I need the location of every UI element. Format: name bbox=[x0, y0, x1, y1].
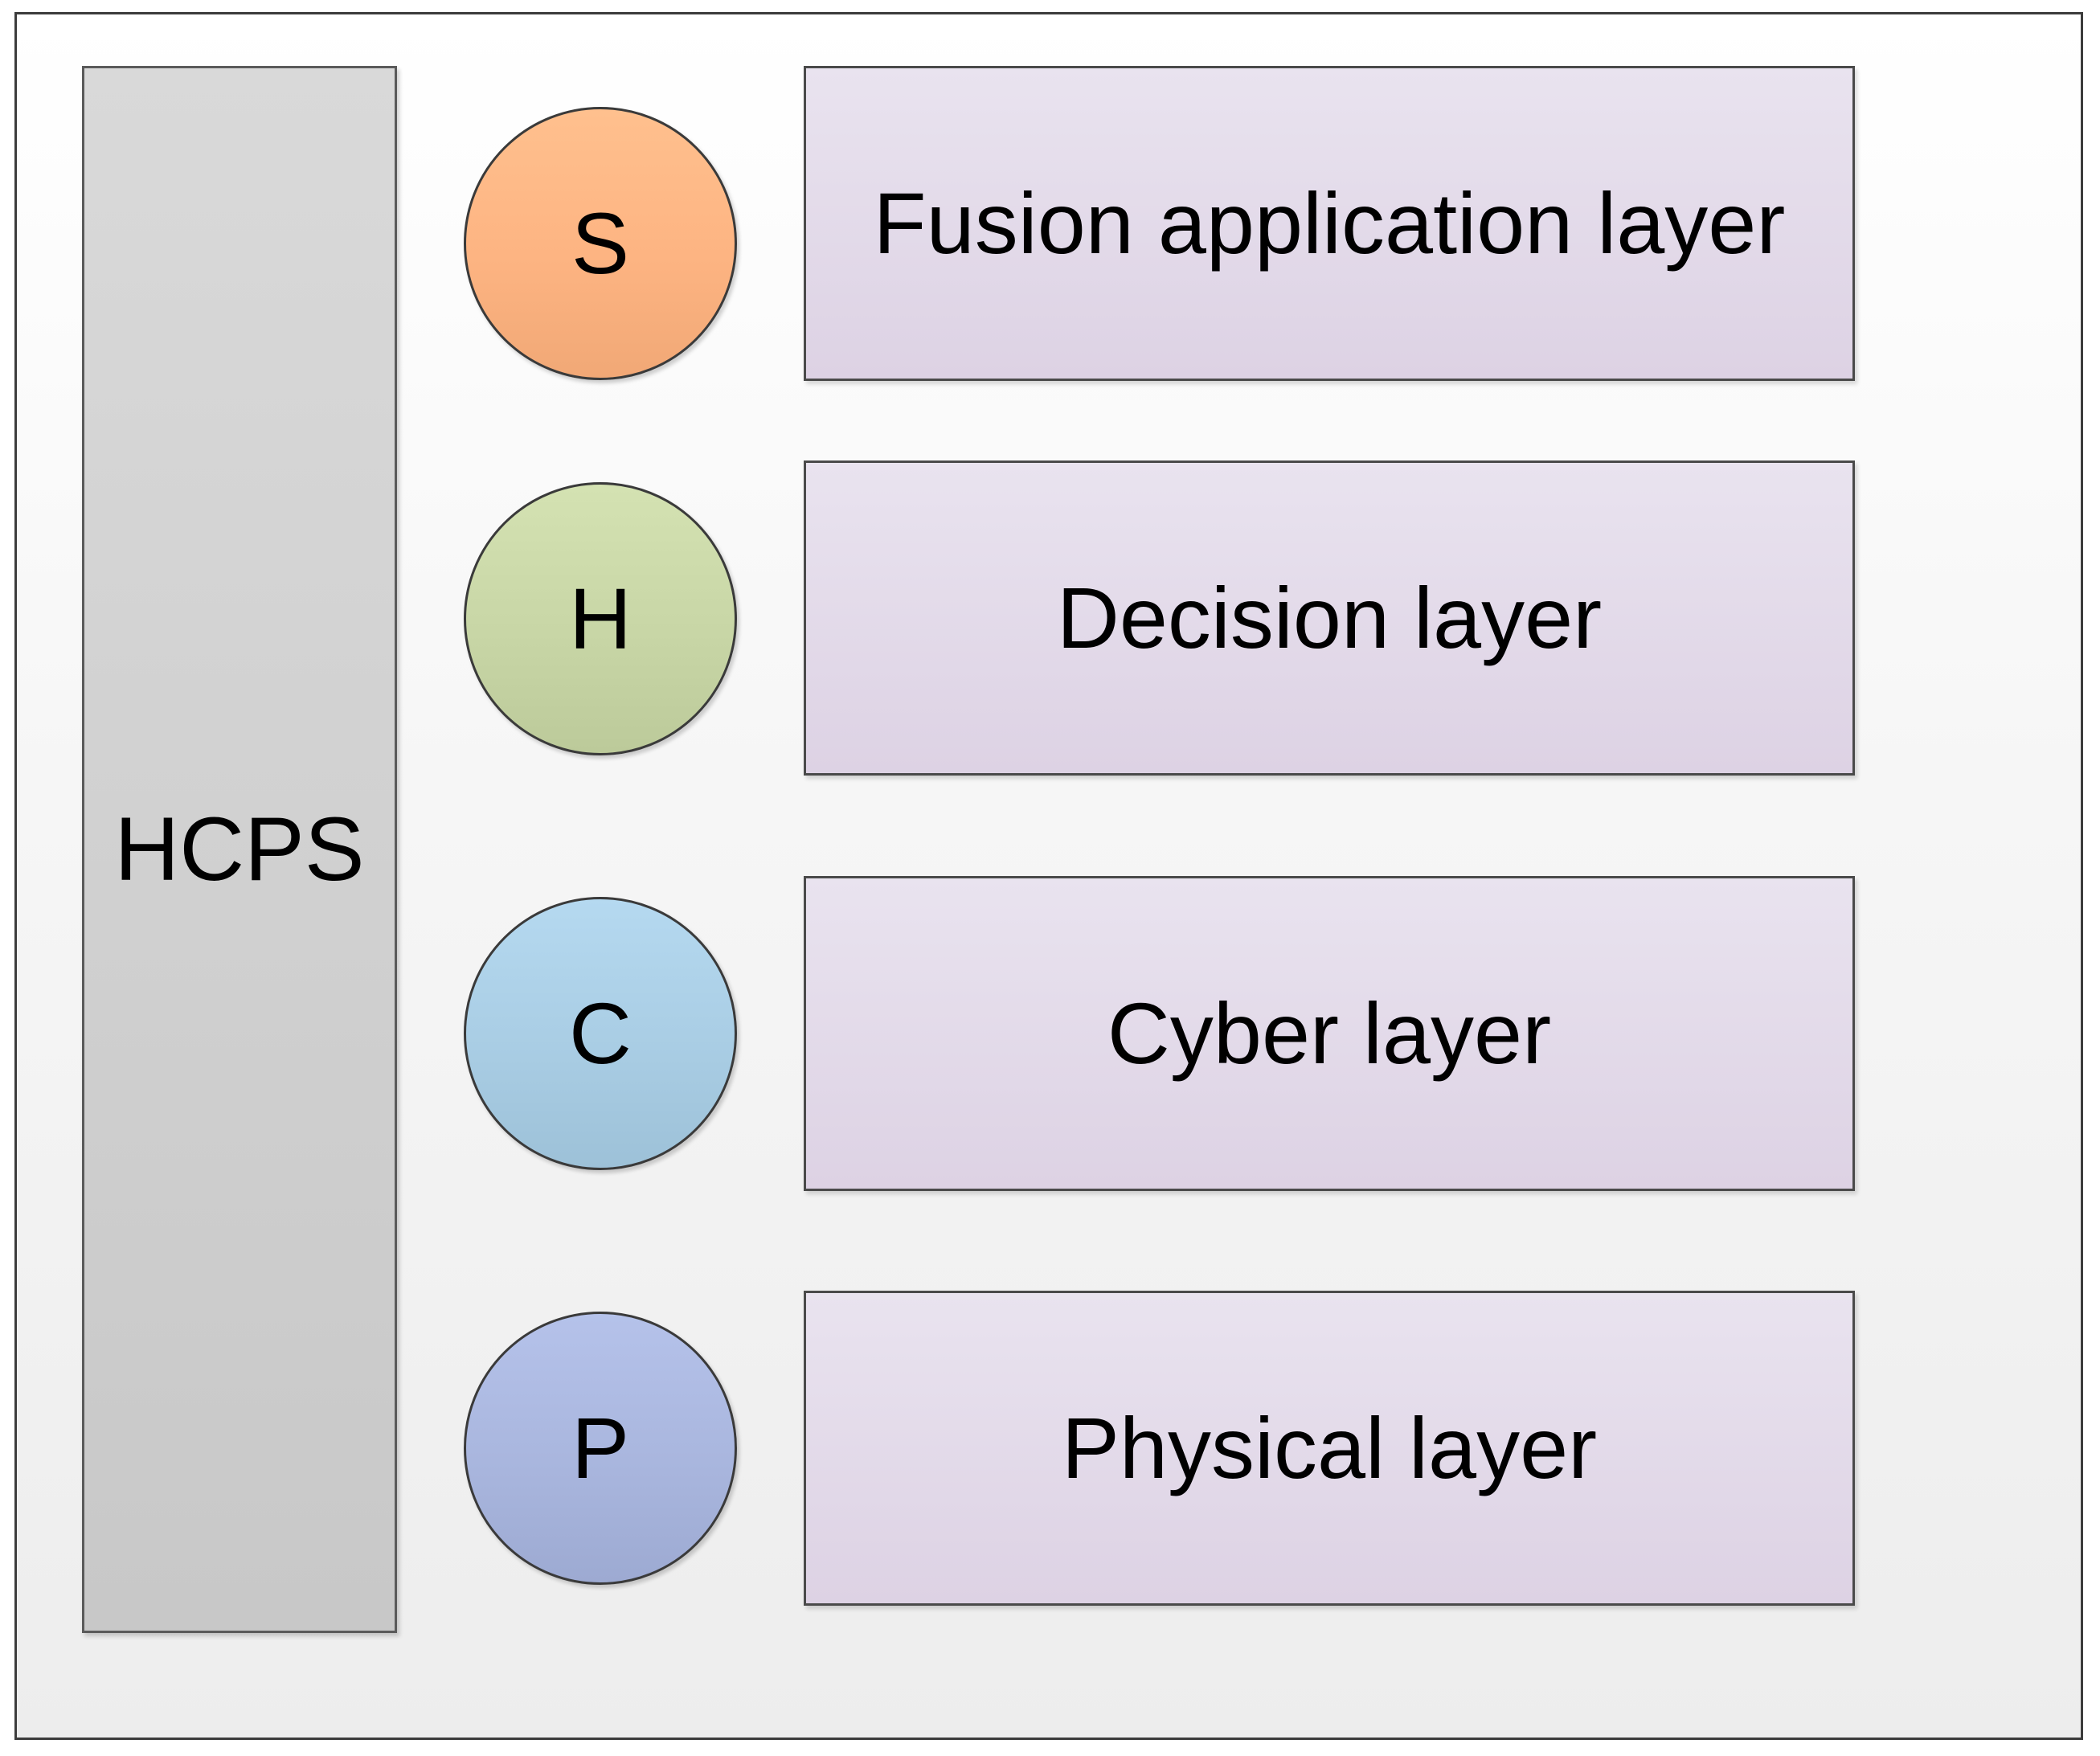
layer-label: Cyber layer bbox=[1107, 984, 1552, 1082]
circle-s: S bbox=[464, 107, 737, 380]
circle-letter: S bbox=[571, 194, 630, 292]
layer-label: Physical layer bbox=[1061, 1399, 1598, 1496]
circle-c: C bbox=[464, 897, 737, 1170]
layer-box-cyber: Cyber layer bbox=[804, 876, 1855, 1191]
circle-letter: P bbox=[571, 1399, 630, 1496]
layer-label: Fusion application layer bbox=[873, 174, 1786, 272]
hcps-label: HCPS bbox=[114, 799, 365, 899]
layer-box-physical: Physical layer bbox=[804, 1291, 1855, 1606]
layer-label: Decision layer bbox=[1056, 569, 1603, 666]
circle-p: P bbox=[464, 1312, 737, 1585]
layer-box-decision: Decision layer bbox=[804, 460, 1855, 776]
circle-letter: C bbox=[569, 984, 632, 1082]
hcps-bar: HCPS bbox=[82, 66, 397, 1633]
circle-h: H bbox=[464, 482, 737, 755]
circle-letter: H bbox=[569, 570, 632, 667]
layer-box-fusion-application: Fusion application layer bbox=[804, 66, 1855, 381]
